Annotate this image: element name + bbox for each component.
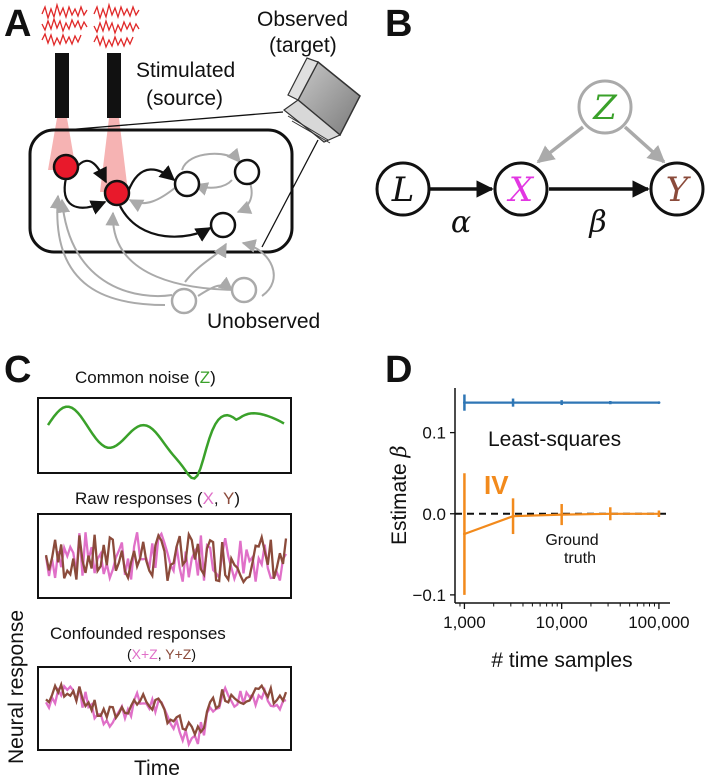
raw-y-trace (44, 530, 288, 585)
x-tick-label: 100,000 (628, 613, 689, 632)
neuron-unobserved-1 (170, 287, 198, 315)
node-z-label: Z (592, 88, 618, 128)
camera-icon (283, 57, 361, 144)
view-line-top (64, 111, 284, 131)
x-tick-label: 10,000 (536, 613, 588, 632)
stimulated-label: Stimulated (136, 59, 235, 82)
panel-label-b: B (385, 3, 412, 45)
panel-label-a: A (4, 3, 31, 45)
data-point (560, 401, 564, 405)
node-z (577, 79, 633, 135)
raw-responses-title: Raw responses (X, Y) (75, 489, 240, 508)
observed-region (28, 128, 294, 254)
ground-truth-label-2: truth (564, 550, 596, 567)
confounded-title: Confounded responses (50, 624, 226, 643)
node-l (375, 161, 431, 217)
neural-response-label: Neural response (5, 610, 28, 764)
unobserved-connections (49, 147, 275, 306)
data-point (657, 512, 661, 516)
stim-signal-1 (41, 2, 88, 47)
neuron-unobserved-2 (230, 276, 258, 304)
panel-a: A Observed (target) Stimulated (source) … (4, 2, 361, 333)
edge-z-y (623, 125, 666, 164)
estimate-chart: −0.1 0.0 0.1 1,000 10,000 100,000 Least-square… (387, 388, 690, 672)
raw-responses-box (37, 513, 292, 599)
optical-probe-1 (55, 53, 69, 118)
common-noise-box (37, 397, 292, 474)
node-l-label: L (391, 170, 415, 210)
stim-signal-2 (93, 2, 140, 49)
edge-beta-label: β (588, 205, 606, 240)
data-point (511, 401, 515, 405)
data-point (608, 512, 612, 516)
panel-d: D −0.1 0.0 0.1 1,000 10,000 100,000 Least-squa… (385, 349, 690, 672)
panel-c: C Common noise (Z) Raw responses (X, Y) … (4, 349, 292, 780)
panel-label-d: D (385, 349, 412, 391)
view-line-bottom (261, 139, 319, 248)
y-axis-label: Estimate β (387, 445, 411, 545)
node-x-label: X (506, 170, 535, 210)
panel-b: B L X Y Z α β (375, 3, 705, 240)
neuron-stimulated-1 (52, 153, 80, 181)
target-label: (target) (269, 34, 337, 57)
data-point (511, 514, 515, 518)
x-tick-label: 1,000 (443, 613, 486, 632)
light-beam-2 (100, 118, 128, 192)
edge-alpha-label: α (451, 205, 471, 240)
raw-x-trace (44, 531, 287, 583)
x-axis-label: # time samples (491, 649, 632, 672)
node-y (649, 161, 705, 217)
confounded-subtitle: (X+Z, Y+Z) (127, 646, 196, 662)
data-point (657, 401, 661, 405)
observed-label: Observed (257, 8, 348, 31)
neuron-stimulated-2 (103, 179, 131, 207)
y-tick-label: −0.1 (412, 586, 446, 605)
node-y-label: Y (666, 170, 692, 210)
y-tick-label: 0.0 (422, 505, 446, 524)
neuron-observed-1 (173, 170, 201, 198)
common-noise-trace (46, 405, 285, 480)
data-point (560, 513, 564, 516)
data-point (463, 532, 466, 536)
common-noise-title: Common noise (Z) (75, 368, 216, 387)
confounded-box (37, 666, 292, 751)
least-squares-label: Least-squares (488, 428, 621, 451)
unobserved-label: Unobserved (207, 310, 320, 333)
optical-probe-2 (107, 53, 121, 118)
y-tick-label: 0.1 (422, 424, 446, 443)
data-point (608, 401, 612, 405)
data-point (463, 401, 466, 405)
ground-truth-label: Ground (545, 532, 598, 549)
node-x (493, 161, 549, 217)
neuron-observed-2 (233, 158, 261, 186)
neuron-observed-3 (209, 211, 237, 239)
source-label: (source) (146, 87, 223, 110)
confounded-y-trace (45, 680, 288, 738)
edge-z-x (536, 125, 585, 164)
panel-label-c: C (4, 349, 31, 391)
iv-label: IV (484, 470, 509, 500)
stimulated-connections (63, 159, 212, 242)
time-label: Time (134, 757, 180, 780)
